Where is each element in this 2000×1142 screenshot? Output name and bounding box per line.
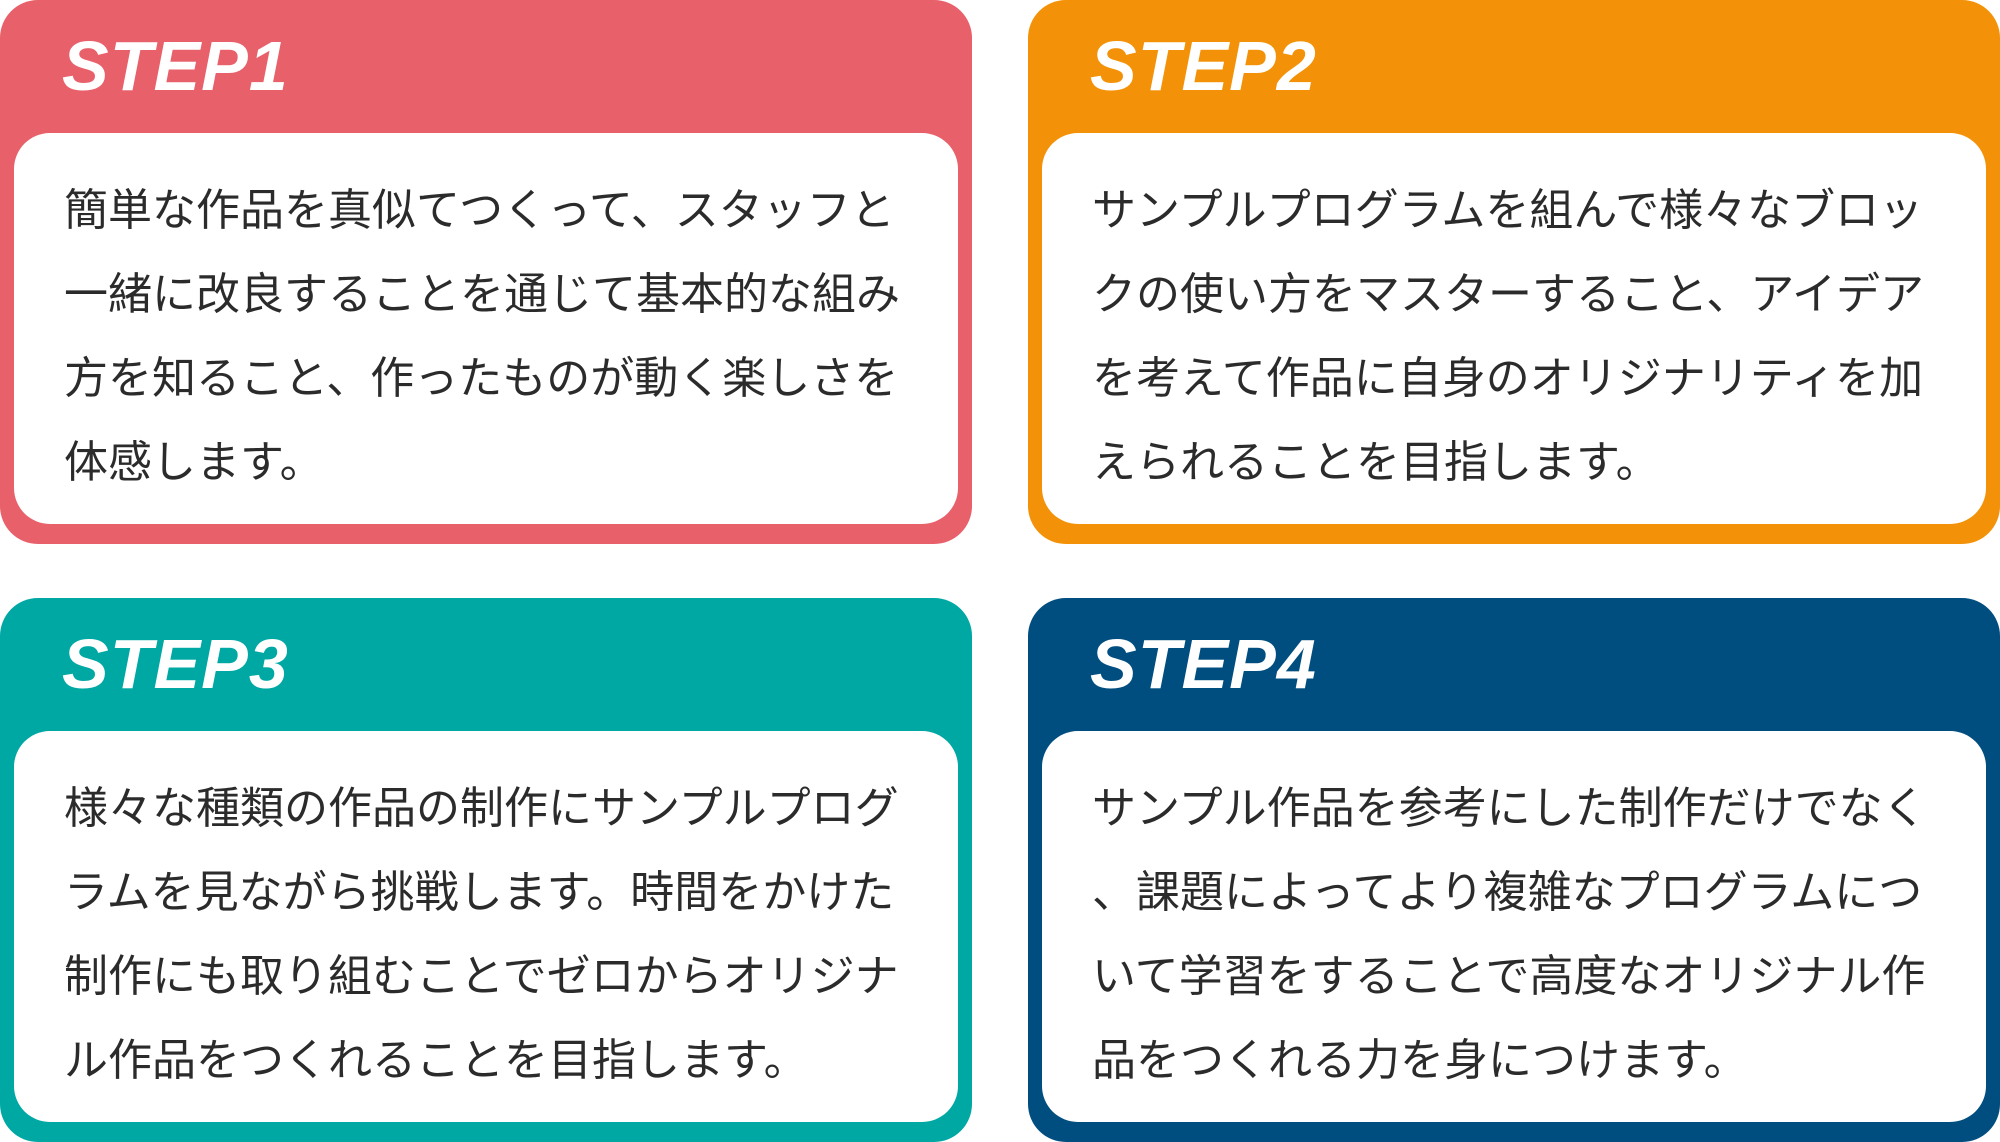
- step-card-4: STEP4 サンプル作品を参考にした制作だけでなく、課題によってより複雑なプログ…: [1028, 598, 2000, 1142]
- step-card-2: STEP2 サンプルプログラムを組んで様々なブロックの使い方をマスターすること、…: [1028, 0, 2000, 544]
- step-title: STEP2: [1090, 27, 1317, 105]
- step-description: 様々な種類の作品の制作にサンプルプログラムを見ながら挑戦します。時間をかけた制作…: [64, 783, 899, 1086]
- step-card-3: STEP3 様々な種類の作品の制作にサンプルプログラムを見ながら挑戦します。時間…: [0, 598, 972, 1142]
- step-title: STEP3: [62, 625, 289, 703]
- step-body: 様々な種類の作品の制作にサンプルプログラムを見ながら挑戦します。時間をかけた制作…: [14, 731, 958, 1122]
- step-description: サンプル作品を参考にした制作だけでなく、課題によってより複雑なプログラムについて…: [1092, 783, 1927, 1086]
- step-body: 簡単な作品を真似てつくって、スタッフと一緒に改良することを通じて基本的な組み方を…: [14, 133, 958, 524]
- step-description: 簡単な作品を真似てつくって、スタッフと一緒に改良することを通じて基本的な組み方を…: [64, 185, 900, 488]
- step-title: STEP1: [62, 27, 289, 105]
- step-description: サンプルプログラムを組んで様々なブロックの使い方をマスターすること、アイデアを考…: [1092, 185, 1925, 488]
- step-title: STEP4: [1090, 625, 1317, 703]
- step-body: サンプルプログラムを組んで様々なブロックの使い方をマスターすること、アイデアを考…: [1042, 133, 1986, 524]
- step-body: サンプル作品を参考にした制作だけでなく、課題によってより複雑なプログラムについて…: [1042, 731, 1986, 1122]
- step-card-1: STEP1 簡単な作品を真似てつくって、スタッフと一緒に改良することを通じて基本…: [0, 0, 972, 544]
